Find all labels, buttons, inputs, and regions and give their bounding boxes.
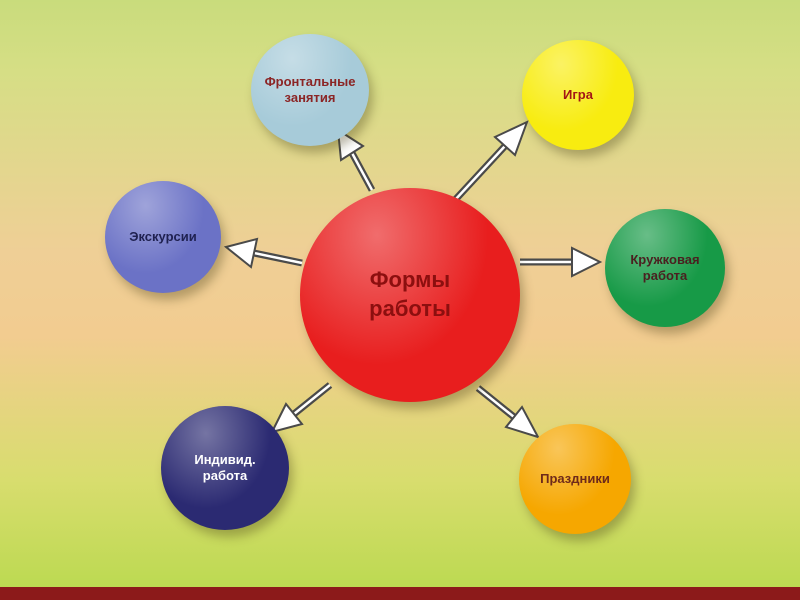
- arrow-to-excursii-icon: [223, 237, 303, 269]
- arrow-to-prazdniki-icon: [475, 385, 541, 439]
- arrow-to-kruzhkovaya-icon: [520, 246, 603, 278]
- node-frontal-lessons: Фронтальные занятия: [251, 34, 369, 146]
- node-club-work: Кружковая работа: [605, 209, 725, 327]
- node-game: Игра: [522, 40, 634, 150]
- node-club-work-label: Кружковая работа: [630, 251, 700, 283]
- node-game-label: Игра: [563, 86, 593, 102]
- arrow-to-igra-icon: [452, 120, 529, 203]
- arrow-to-individ-icon: [270, 382, 333, 434]
- node-holidays-label: Праздники: [540, 470, 610, 486]
- node-frontal-lessons-label: Фронтальные занятия: [264, 73, 356, 105]
- node-individual-work: Индивид. работа: [161, 406, 289, 530]
- node-individual-work-label: Индивид. работа: [194, 451, 256, 483]
- node-center-label: Формы работы: [369, 267, 451, 321]
- node-excursions-label: Экскурсии: [129, 228, 197, 244]
- node-excursions: Экскурсии: [105, 181, 221, 293]
- node-center-forms-of-work: Формы работы: [300, 188, 520, 402]
- node-holidays: Праздники: [519, 424, 631, 534]
- slide-bottom-border: [0, 587, 800, 600]
- arrow-to-frontal-icon: [336, 128, 376, 192]
